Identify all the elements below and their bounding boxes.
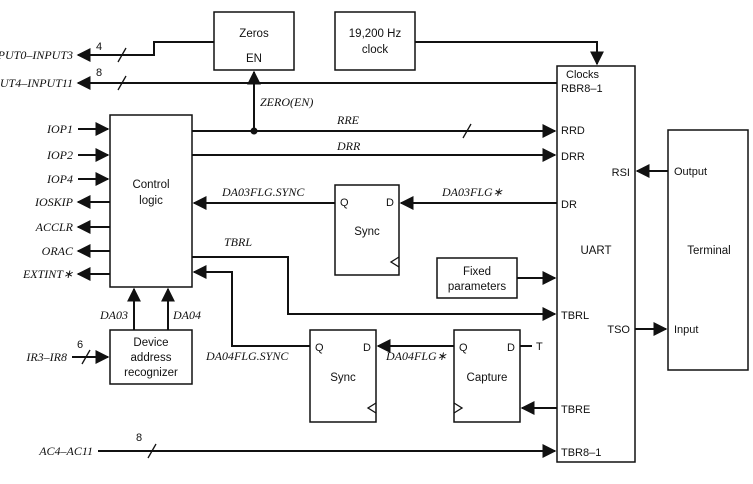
capture-q-pin: Q [459, 342, 468, 354]
terminal-block: Output Terminal Input [667, 129, 749, 371]
terminal-input-pin: Input [674, 324, 698, 336]
uart-clocks-pin: Clocks [566, 69, 600, 81]
uart-tbre-pin: TBRE [561, 404, 590, 416]
input4-11-label: INPUT4–INPUT11 [0, 76, 73, 90]
orac-signal: ORAC [42, 244, 110, 258]
ioskip-label: IOSKIP [34, 195, 74, 209]
sync1-d-pin: D [386, 197, 394, 209]
device-line3: recognizer [124, 367, 178, 379]
da03flg-label: DA03FLG∗ [441, 185, 503, 199]
da04flg-signal: DA04FLG∗ [376, 339, 454, 363]
sync2-q-pin: Q [315, 342, 324, 354]
fixed-parameters-block: Fixed parameters [436, 257, 518, 299]
tbrl-signal: TBRL [192, 235, 557, 321]
fixed-line2: parameters [448, 281, 506, 293]
clock-line2: clock [362, 44, 388, 56]
uart-label: UART [580, 245, 611, 257]
clock-line1: 19,200 Hz [349, 28, 402, 40]
uart-tso-pin: TSO [607, 324, 630, 336]
uart-dr-pin: DR [561, 199, 577, 211]
ioskip-signal: IOSKIP [34, 195, 110, 209]
sync2-block: Q D Sync [309, 329, 377, 423]
sync1-q-pin: Q [340, 197, 349, 209]
zero-en-signal: ZERO(EN) [247, 70, 313, 135]
uart-rbr-pin: RBR8–1 [561, 83, 603, 95]
ir3-ir8-label: IR3–IR8 [25, 350, 67, 364]
extint-signal: EXTINT∗ [22, 267, 110, 281]
device-line1: Device [133, 337, 168, 349]
iop4-signal: IOP4 [46, 172, 110, 186]
sync2-d-pin: D [363, 342, 371, 354]
zeros-title: Zeros [239, 28, 269, 40]
drr-signal: DRR [192, 139, 557, 162]
da04flg-sync-label: DA04FLG.SYNC [205, 349, 289, 363]
ir3-ir8-bus: IR3–IR8 6 [25, 339, 110, 365]
uart-tbr-pin: TBR8–1 [561, 447, 601, 459]
da03flg-sync-signal: DA03FLG.SYNC [192, 185, 335, 210]
input0-3-label: INPUT0–INPUT3 [0, 48, 73, 62]
uart-drr-pin: DRR [561, 151, 585, 163]
input4-11-bus-width: 8 [96, 67, 102, 79]
iop2-signal: IOP2 [46, 148, 110, 162]
rre-label: RRE [336, 113, 360, 127]
zeros-block: Zeros EN [213, 11, 295, 71]
input4-11-bus: INPUT4–INPUT11 8 [0, 67, 557, 91]
device-line2: address [131, 352, 172, 364]
sync1-label: Sync [354, 226, 380, 238]
da04-label: DA04 [172, 308, 201, 322]
fixed-line1: Fixed [463, 266, 491, 278]
capture-t-input: T [520, 341, 543, 353]
control-logic-line2: logic [139, 195, 163, 207]
uart-tbrl-pin: TBRL [561, 310, 589, 322]
drr-label: DRR [336, 139, 361, 153]
capture-t-label: T [536, 341, 543, 353]
da03flg-sync-label: DA03FLG.SYNC [221, 185, 305, 199]
uart-rrd-pin: RRD [561, 125, 585, 137]
da03-signal: DA03 [99, 287, 141, 330]
capture-d-pin: D [507, 342, 515, 354]
device-address-recognizer-block: Device address recognizer [109, 329, 193, 385]
acclr-label: ACCLR [35, 220, 74, 234]
uart-block: Clocks RBR8–1 RRD DRR DR RSI UART TBRL T… [556, 65, 636, 463]
ir3-ir8-bus-width: 6 [77, 339, 83, 351]
da04flg-sync-signal: DA04FLG.SYNC [192, 265, 310, 363]
da04flg-label: DA04FLG∗ [385, 349, 447, 363]
control-logic-block: Control logic [109, 114, 193, 288]
da03-label: DA03 [99, 308, 128, 322]
input0-3-bus-width: 4 [96, 41, 102, 53]
capture-block: Q D Capture [453, 329, 521, 423]
da03flg-signal: DA03FLG∗ [399, 185, 557, 210]
iop2-label: IOP2 [46, 148, 73, 162]
da04-signal: DA04 [161, 287, 201, 330]
terminal-label: Terminal [687, 245, 730, 257]
tbrl-label: TBRL [224, 235, 252, 249]
sync1-block: Q D Sync [334, 184, 400, 276]
rre-signal: RRE [192, 113, 557, 139]
clock-block: 19,200 Hz clock [334, 11, 416, 71]
uart-rsi-pin: RSI [612, 167, 630, 179]
acclr-signal: ACCLR [35, 220, 110, 234]
ac4-ac11-label: AC4–AC11 [38, 444, 93, 458]
orac-label: ORAC [42, 244, 74, 258]
input0-3-bus: INPUT0–INPUT3 4 [0, 41, 214, 63]
control-logic-line1: Control [132, 179, 169, 191]
ac4-ac11-bus-width: 8 [136, 432, 142, 444]
iop1-signal: IOP1 [46, 122, 110, 136]
capture-label: Capture [467, 372, 508, 384]
extint-label: EXTINT∗ [22, 267, 73, 281]
iop4-label: IOP4 [46, 172, 73, 186]
iop1-label: IOP1 [46, 122, 73, 136]
ac4-ac11-bus: AC4–AC11 8 [38, 432, 557, 459]
terminal-output-pin: Output [674, 166, 707, 178]
zero-en-label: ZERO(EN) [260, 95, 313, 109]
clock-wire [415, 41, 604, 66]
sync2-label: Sync [330, 372, 356, 384]
zeros-en-label: EN [246, 53, 262, 65]
